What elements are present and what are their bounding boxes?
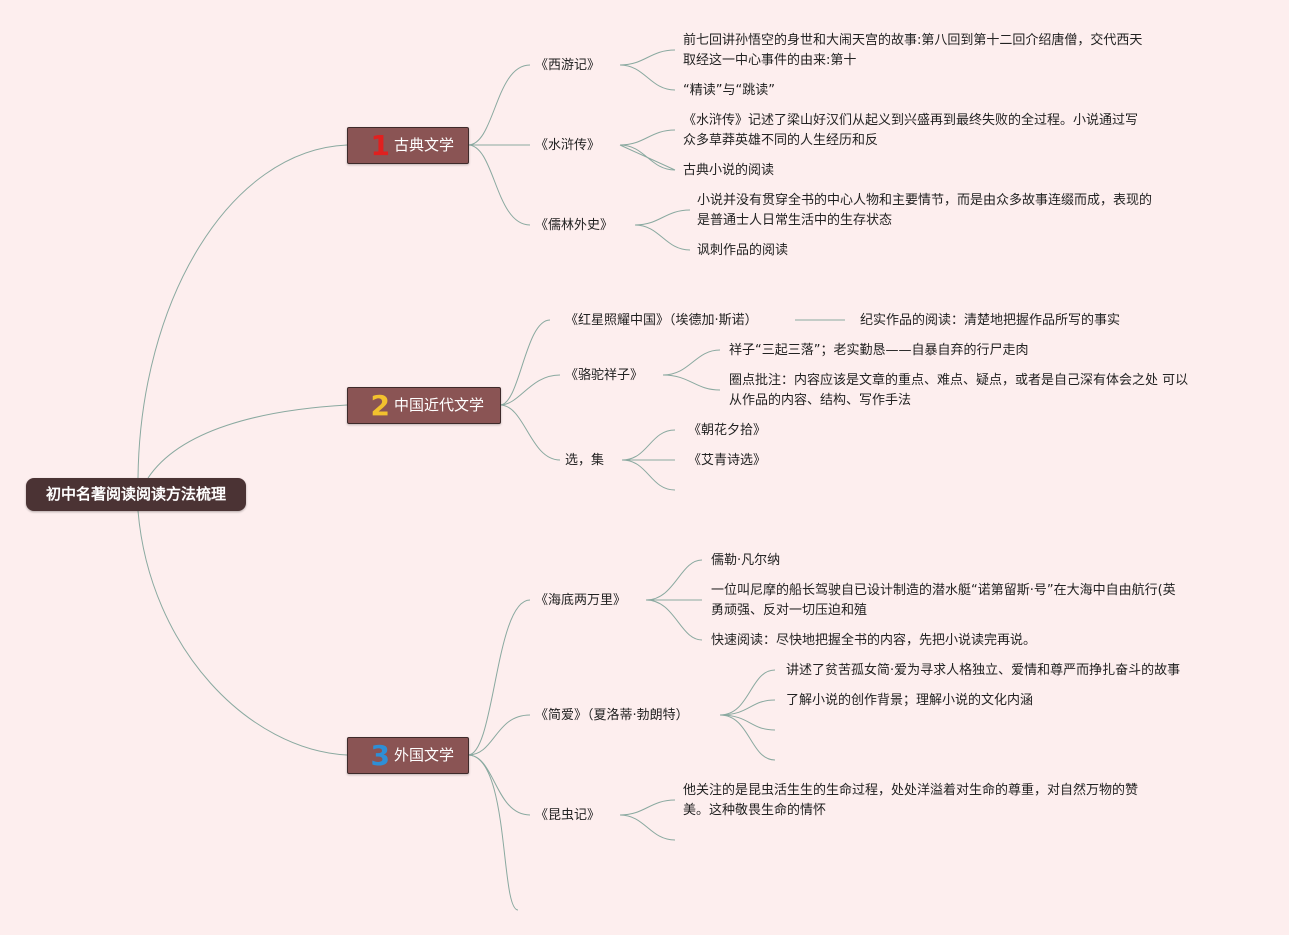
note-node[interactable]: 美。这种敬畏生命的情怀 [683,803,827,818]
branch-label: 古典文学 [394,136,455,154]
book-node[interactable]: 《简爱》（夏洛蒂·勃朗特） [535,708,689,723]
book-node[interactable]: 选，集 [565,453,605,468]
note-node[interactable]: 勇顽强、反对一切压迫和殖 [711,603,868,618]
note-node[interactable]: 前七回讲孙悟空的身世和大闹天宫的故事:第八回到第十二回介绍唐僧，交代西天 [683,33,1143,48]
branch-number: 2 [370,389,390,422]
note-node[interactable]: 古典小说的阅读 [683,163,775,178]
note-node[interactable]: 圈点批注：内容应该是文章的重点、难点、疑点，或者是自己深有体会之处 可以 [729,373,1189,388]
book-node[interactable]: 《水浒传》 [535,138,601,153]
note-node[interactable]: 小说并没有贯穿全书的中心人物和主要情节，而是由众多故事连缀而成，表现的 [697,193,1153,208]
note-node[interactable]: 《艾青诗选》 [688,453,767,468]
branch-label: 中国近代文学 [394,396,485,414]
book-node[interactable]: 《儒林外史》 [535,218,614,233]
branch-number: 3 [370,739,390,772]
note-node[interactable]: 纪实作品的阅读：清楚地把握作品所写的事实 [860,313,1121,328]
note-node[interactable]: 《水浒传》记述了梁山好汉们从起义到兴盛再到最终失败的全过程。小说通过写 [683,113,1139,128]
branch-classical-literature[interactable]: 1 古典文学 [347,127,469,164]
note-node[interactable]: 取经这一中心事件的由来:第十 [683,53,857,68]
book-node[interactable]: 《西游记》 [535,58,601,73]
note-node[interactable]: 众多草莽英雄不同的人生经历和反 [683,133,879,148]
book-node[interactable]: 《海底两万里》 [535,593,627,608]
branch-modern-chinese-literature[interactable]: 2 中国近代文学 [347,387,501,424]
note-node[interactable]: 是普通士人日常生活中的生存状态 [697,213,893,228]
branch-foreign-literature[interactable]: 3 外国文学 [347,737,469,774]
note-node[interactable]: 讽刺作品的阅读 [697,243,789,258]
note-node[interactable]: 了解小说的创作背景；理解小说的文化内涵 [786,693,1034,708]
note-node[interactable]: 他关注的是昆虫活生生的生命过程，处处洋溢着对生命的尊重，对自然万物的赞 [683,783,1139,798]
note-node[interactable]: 讲述了贫苦孤女简·爱为寻求人格独立、爱情和尊严而挣扎奋斗的故事 [786,663,1181,678]
note-node[interactable]: 祥子“三起三落”；老实勤恳——自暴自弃的行尸走肉 [729,343,1029,358]
branch-number: 1 [370,129,390,162]
book-node[interactable]: 《骆驼祥子》 [565,368,644,383]
note-node[interactable]: 从作品的内容、结构、写作手法 [729,393,912,408]
note-node[interactable]: 快速阅读：尽快地把握全书的内容，先把小说读完再说。 [711,633,1037,648]
book-node[interactable]: 《红星照耀中国》（埃德加·斯诺） [565,313,758,328]
root-topic[interactable]: 初中名著阅读阅读方法梳理 [26,478,246,511]
note-node[interactable]: 一位叫尼摩的船长驾驶自已设计制造的潜水艇“诺第留斯·号”在大海中自由航行(英 [711,583,1176,598]
note-node[interactable]: 《朝花夕拾》 [688,423,767,438]
note-node[interactable]: 儒勒·凡尔纳 [711,553,781,568]
note-node[interactable]: “精读”与“跳读” [683,83,775,98]
branch-label: 外国文学 [394,746,455,764]
book-node[interactable]: 《昆虫记》 [535,808,601,823]
